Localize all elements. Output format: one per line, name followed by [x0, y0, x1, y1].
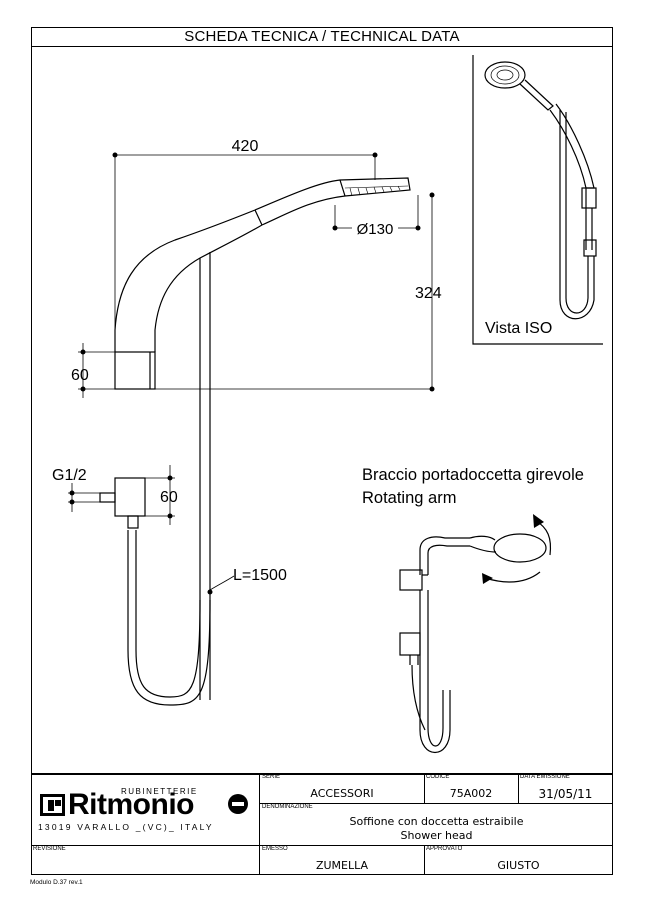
dim-base-label: 60	[71, 367, 89, 384]
logo-mark-icon	[40, 794, 65, 816]
sheet-title: SCHEDA TECNICA / TECHNICAL DATA	[31, 27, 613, 47]
emesso-label: EMESSO	[262, 846, 288, 852]
codice-label: CODICE	[426, 774, 450, 780]
brand-small: RUBINETTERIE	[121, 787, 198, 796]
denominazione-en: Shower head	[400, 829, 473, 842]
hose-length-label: L=1500	[233, 567, 287, 584]
arm-outer	[114, 209, 256, 352]
dim-connector-label: 60	[160, 489, 178, 506]
module-code: Modulo D.37 rev.1	[30, 879, 83, 886]
serie-label: SERIE	[262, 774, 281, 780]
brand-seal-icon	[228, 794, 248, 814]
iso-view-drawing	[484, 61, 597, 320]
codice-value: 75A002	[449, 787, 493, 800]
emesso-value: ZUMELLA	[315, 859, 369, 872]
arm-inner	[154, 224, 263, 352]
denominazione-it: Soffione con doccetta estraibile	[349, 815, 524, 828]
serie-value: ACCESSORI	[310, 787, 374, 800]
revisione-label: REVISIONE	[33, 846, 66, 852]
approvato-label: APPROVATO	[426, 846, 463, 852]
brand-logo: RUBINETTERIE Ritmonio 13019 VARALLO _(VC…	[36, 782, 256, 834]
technical-drawing: 420 Ø130 324 60 60 G1/2 L=1500 Vista ISO…	[52, 55, 603, 754]
data-emissione-label: DATA EMISSIONE	[520, 774, 570, 780]
rotating-arm-drawing	[399, 514, 552, 754]
wall-bracket-block	[114, 351, 156, 390]
brand-address: 13019 VARALLO _(VC)_ ITALY	[38, 822, 214, 832]
dim-diameter-label: Ø130	[357, 221, 394, 238]
wall-connector	[114, 477, 146, 517]
drawing-sheet-border	[31, 27, 613, 875]
data-emissione-value: 31/05/11	[538, 787, 593, 801]
denominazione-label: DENOMINAZIONE	[262, 804, 313, 810]
hand-shower-handle	[254, 177, 411, 226]
rotating-arm-label-en: Rotating arm	[362, 489, 456, 507]
dim-height-label: 324	[415, 285, 442, 302]
brand-name: Ritmonio	[68, 788, 194, 821]
rotating-arm-label-it: Braccio portadoccetta girevole	[362, 466, 584, 484]
iso-view-label: Vista ISO	[485, 320, 552, 337]
hose-loop-outer	[127, 530, 211, 706]
thread-label: G1/2	[52, 467, 87, 484]
approvato-value: GIUSTO	[497, 859, 540, 872]
iso-view-frame	[472, 55, 603, 345]
dim-width-label: 420	[232, 138, 259, 155]
